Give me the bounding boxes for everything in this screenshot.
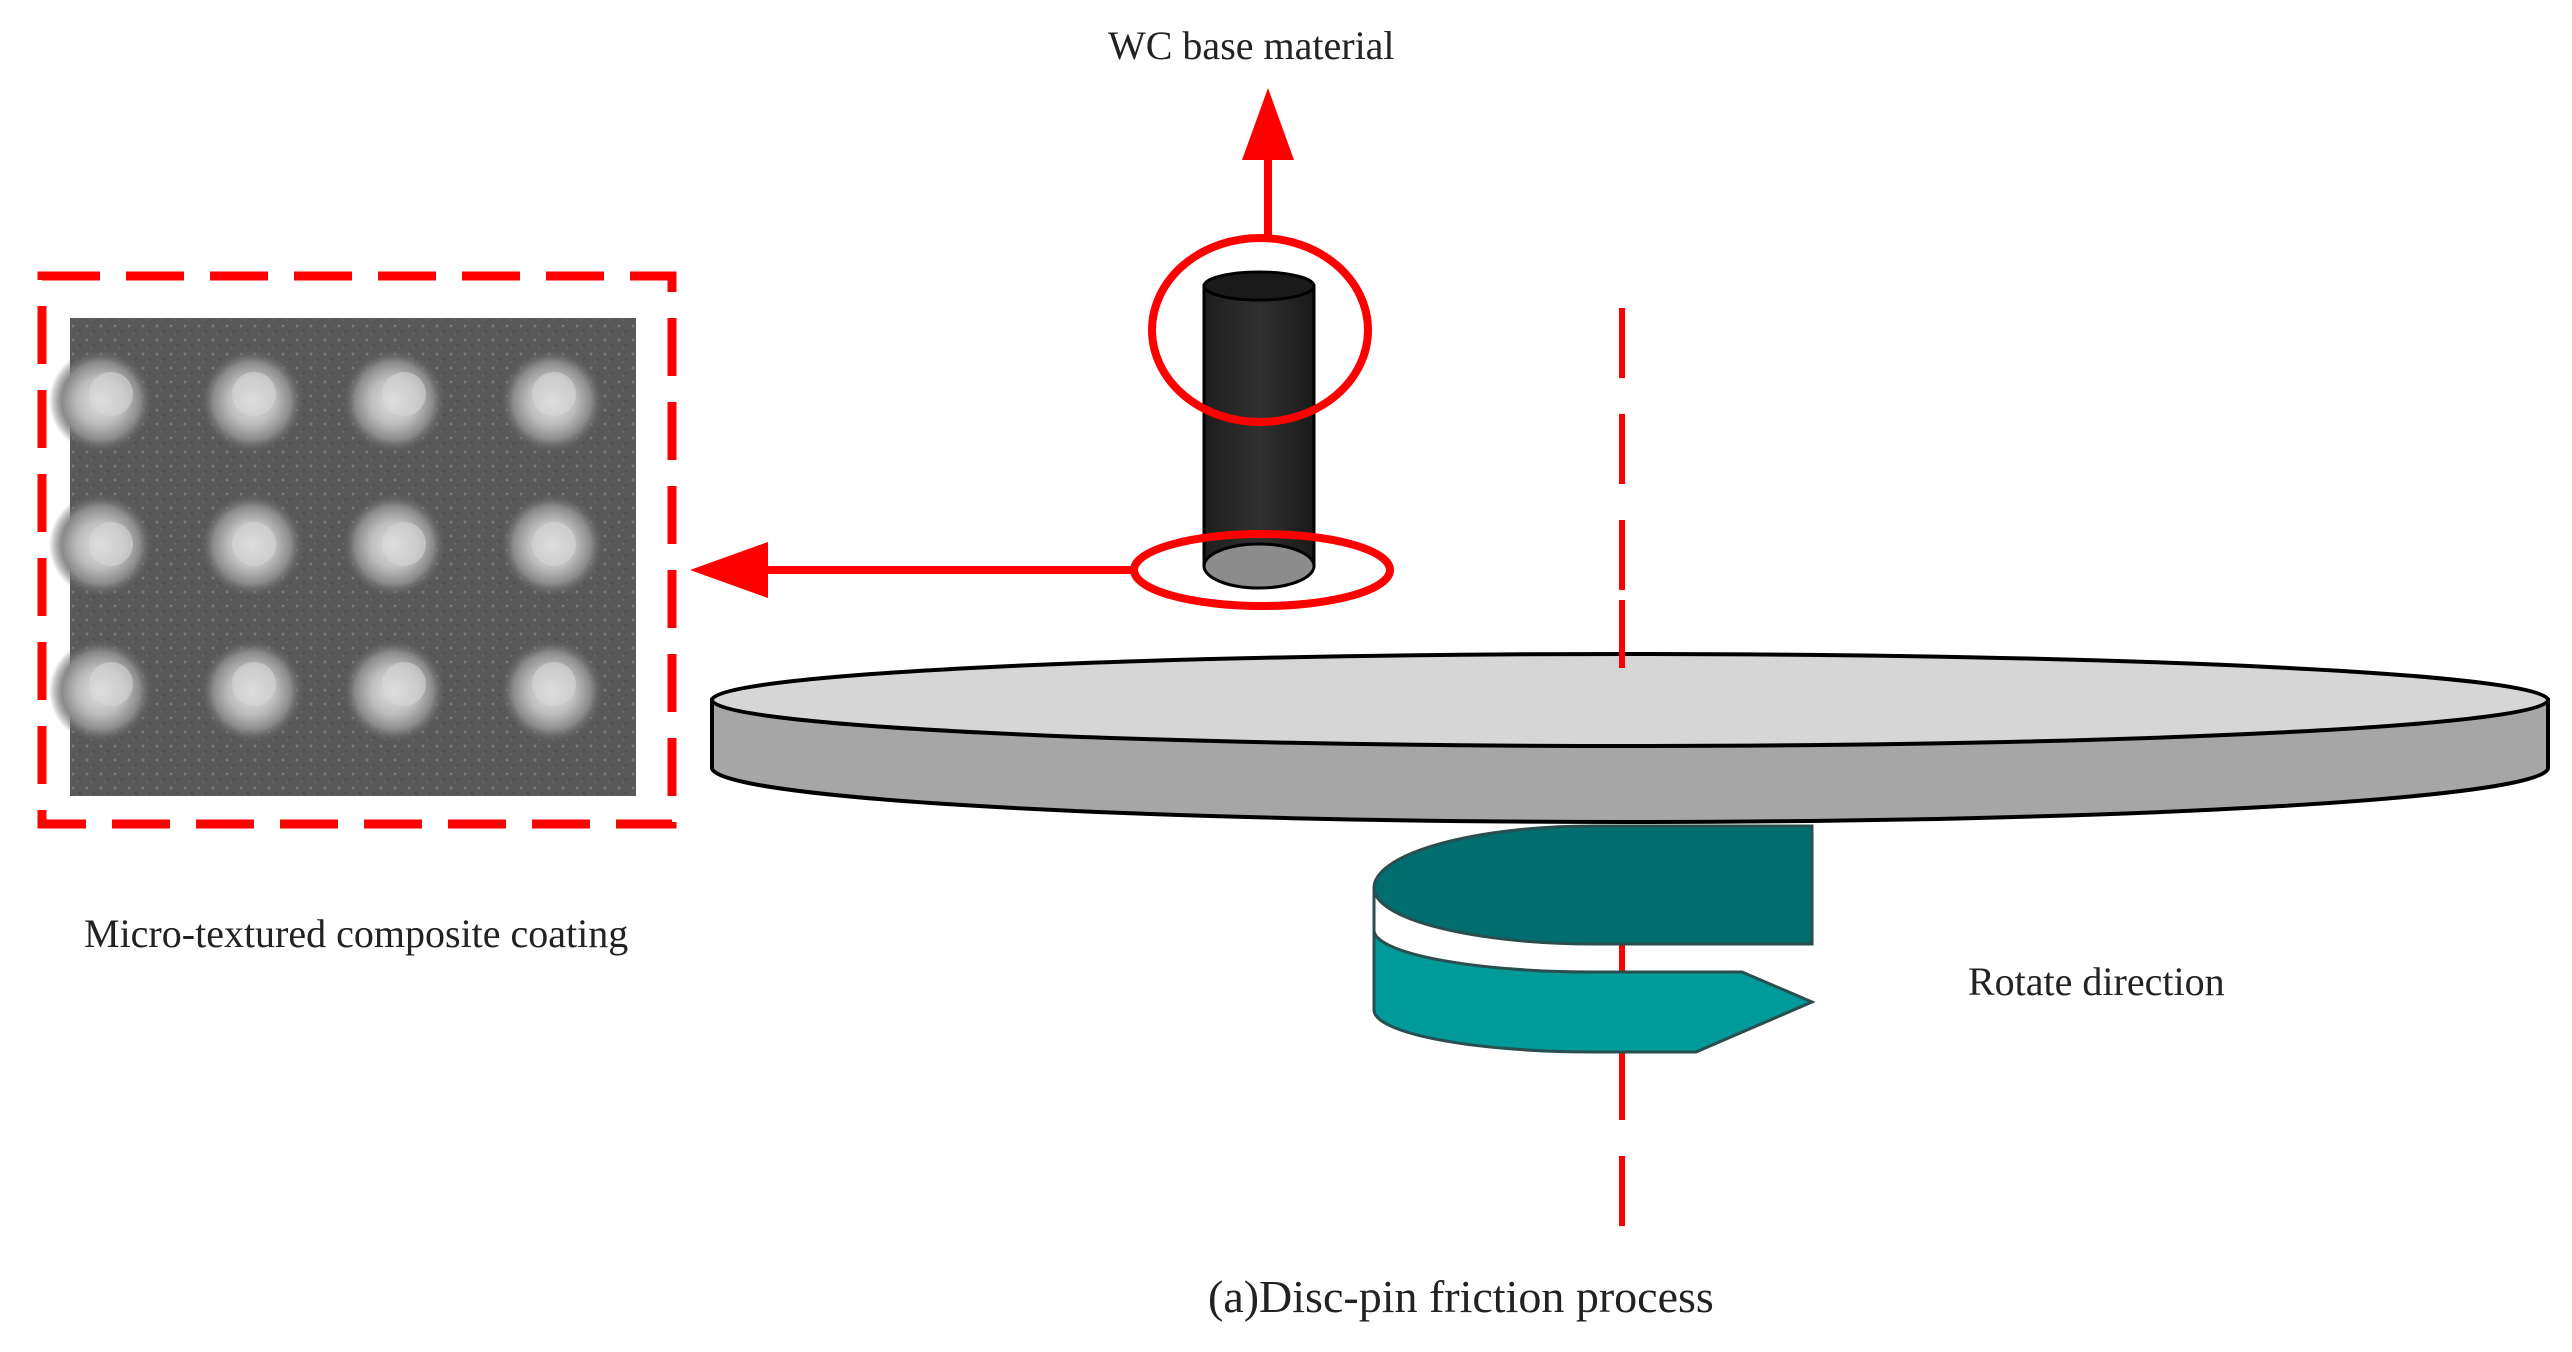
wc-base-material-label: WC base material [1108,23,1395,68]
texture-dimple-core [532,662,576,706]
texture-dimple-core [382,372,426,416]
arrow-to-micrograph [690,542,1132,598]
texture-dimple-core [232,372,276,416]
texture-dimple-core [232,662,276,706]
pin-bottom-face [1202,542,1316,590]
texture-dimple-core [89,662,133,706]
texture-dimple-core [532,372,576,416]
wc-highlight-circle [1148,234,1372,426]
rotate-direction-label: Rotate direction [1968,959,2225,1004]
texture-dimples [49,349,604,743]
rotation-arrow-icon [1372,824,1816,1054]
pin-top-face [1202,270,1316,302]
texture-dimple-core [382,662,426,706]
pin [1202,270,1316,590]
micro-textured-coating-label: Micro-textured composite coating [84,911,629,956]
texture-dimple-core [232,522,276,566]
texture-dimple-core [382,522,426,566]
figure-caption: (a)Disc-pin friction process [1208,1271,1714,1322]
micrograph-panel [37,271,677,829]
disc [710,652,2550,824]
coating-highlight-ellipse [1130,530,1394,610]
arrow-to-wc-label [1242,88,1294,238]
texture-dimple-core [89,522,133,566]
texture-dimple-core [532,522,576,566]
texture-dimple-core [89,372,133,416]
